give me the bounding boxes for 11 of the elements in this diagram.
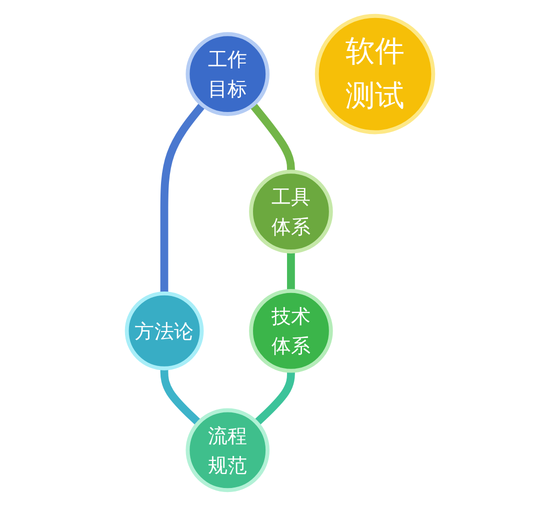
node-circle: 技术体系 [249,288,333,373]
connector [160,102,206,294]
connector [160,368,202,426]
node-circle: 软件测试 [314,14,436,134]
connector [287,250,295,292]
connector [250,102,295,172]
connector [254,370,295,426]
node-circle: 方法论 [124,291,204,370]
node-circle: 工作目标 [186,32,270,116]
node-circle: 流程规范 [186,408,270,492]
node-circle: 工具体系 [249,170,333,254]
